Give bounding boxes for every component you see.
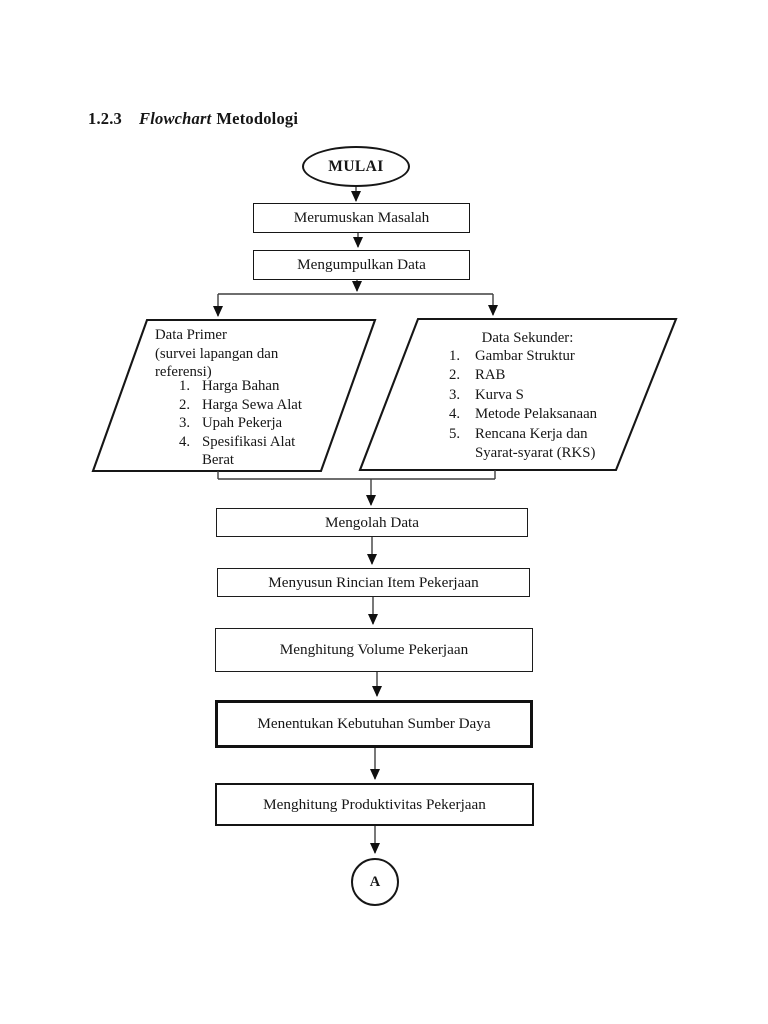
data-primer-header: Data Primer (survei lapangan dan referen… (155, 326, 317, 382)
list-item-text: RAB (475, 367, 506, 384)
list-item-text: Harga Sewa Alat (202, 396, 302, 413)
parallelogram-data-sekunder (358, 317, 678, 472)
data-primer-list: 1. Harga Bahan 2. Harga Sewa Alat 3. Upa… (179, 377, 312, 470)
flowchart-node-menentukan-kebutuhan: Menentukan Kebutuhan Sumber Daya (215, 700, 533, 748)
flowchart-node-menghitung-produktivitas: Menghitung Produktivitas Pekerjaan (215, 783, 534, 826)
heading-word-flowchart: Flowchart (139, 108, 212, 128)
list-item-text: Metode Pelaksanaan (475, 406, 598, 423)
parallelogram-data-primer (91, 318, 377, 473)
heading-section-number: 1.2.3 (88, 108, 122, 128)
list-item-number: 1. (449, 348, 461, 364)
list-item: 3. Kurva S (449, 386, 613, 405)
data-sekunder-title: Data Sekunder: (481, 330, 574, 346)
list-item-number: 1. (179, 378, 191, 394)
list-item: 1. Gambar Struktur (449, 347, 613, 366)
list-item: 3. Upah Pekerja (179, 414, 312, 433)
flowchart-node-menghitung-volume: Menghitung Volume Pekerjaan (215, 628, 533, 672)
list-item-text: Gambar Struktur (475, 348, 575, 364)
list-item: 2. RAB (449, 366, 613, 385)
list-item: 1. Harga Bahan (179, 377, 312, 396)
list-item-text: Rencana Kerja dan Syarat-syarat (RKS) (475, 425, 596, 462)
list-item: 4. Metode Pelaksanaan (449, 405, 613, 424)
list-item-number: 3. (179, 415, 191, 431)
flowchart-node-mengolah-data: Mengolah Data (216, 508, 528, 537)
data-primer-title: Data Primer (155, 327, 227, 343)
list-item: 2. Harga Sewa Alat (179, 396, 312, 415)
list-item-text: Harga Bahan (202, 378, 280, 394)
list-item: 5. Rencana Kerja dan Syarat-syarat (RKS) (449, 425, 613, 464)
flowchart-node-mengumpulkan-data: Mengumpulkan Data (253, 250, 470, 280)
list-item-text: Kurva S (475, 386, 524, 403)
list-item-number: 2. (449, 367, 461, 384)
list-item-number: 2. (179, 396, 191, 413)
data-primer-subtitle-2: referensi) (155, 364, 212, 380)
flowchart-node-start: MULAI (302, 146, 410, 187)
heading-word-metodologi: Metodologi (216, 108, 299, 128)
data-sekunder-list: 1. Gambar Struktur 2. RAB 3. Kurva S 4. … (449, 347, 613, 463)
list-item: 4. Spesifikasi Alat Berat (179, 433, 312, 470)
list-item-text: Spesifikasi Alat Berat (202, 433, 296, 469)
flowchart-node-merumuskan-masalah: Merumuskan Masalah (253, 203, 470, 233)
list-item-number: 3. (449, 386, 461, 403)
list-item-number: 5. (449, 425, 461, 442)
list-item-number: 4. (449, 406, 461, 423)
list-item-text: Upah Pekerja (202, 415, 283, 431)
flowchart-node-menyusun-rincian: Menyusun Rincian Item Pekerjaan (217, 568, 530, 597)
flowchart-node-offpage-connector-a: A (351, 858, 399, 906)
list-item-number: 4. (179, 433, 191, 450)
data-primer-subtitle-1: (survei lapangan dan (155, 345, 279, 362)
